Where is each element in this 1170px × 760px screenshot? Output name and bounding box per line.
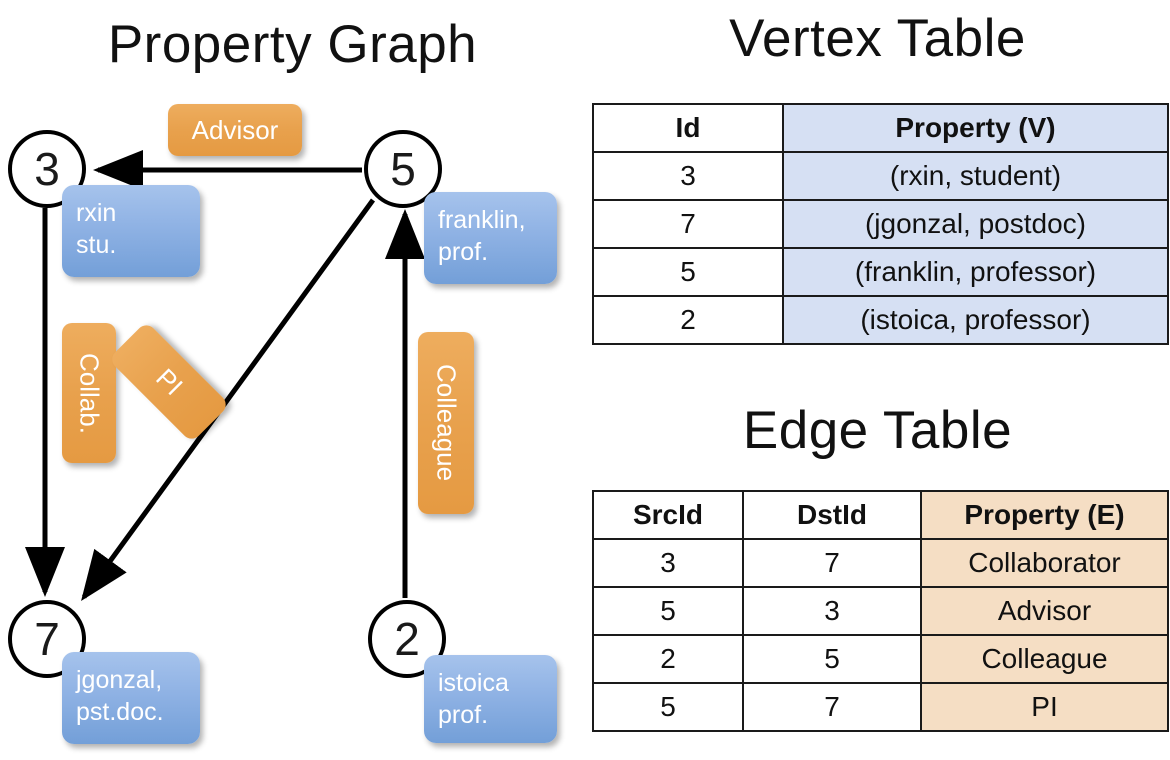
vertex-cell-id: 7 [592,199,784,249]
graph-edges-svg [25,150,425,602]
edge-cell-property: Colleague [920,634,1169,684]
edge-label-colleague: Colleague [418,332,474,514]
table-row: 3 7 Collaborator [592,538,1169,588]
edge-table: SrcId DstId Property (E) 3 7 Collaborato… [592,490,1169,732]
node-property-line-2: prof. [438,238,489,266]
edge-cell-dstid: 7 [742,538,922,588]
edge-cell-property: Collaborator [920,538,1169,588]
page-title-edge-table: Edge Table [742,401,1013,460]
vertex-cell-id: 5 [592,247,784,297]
table-row: 7 (jgonzal, postdoc) [592,199,1169,249]
vertex-cell-id: 2 [592,295,784,345]
edge-col-header-property: Property (E) [920,490,1169,540]
node-property-line-1: istoica [438,669,509,697]
page-title-vertex-table: Vertex Table [729,9,1026,68]
node-property-line-2: prof. [438,701,489,729]
edge-label-text: Collab. [74,352,105,434]
page-title-property-graph: Property Graph [107,15,478,74]
graph-node-2[interactable]: 2 [368,600,446,678]
edge-cell-srcid: 2 [592,634,744,684]
node-property-line-1: jgonzal, [76,666,163,694]
node-property-box-5: franklin, prof. [424,192,557,284]
edge-5-to-7 [81,198,376,602]
table-row: 5 (franklin, professor) [592,247,1169,297]
node-property-box-3: rxin stu. [62,185,200,277]
vertex-cell-property: (franklin, professor) [782,247,1169,297]
node-property-line-2: pst.doc. [76,698,164,726]
edge-label-text: Advisor [191,114,279,145]
vertex-cell-id: 3 [592,151,784,201]
graph-node-5[interactable]: 5 [364,130,442,208]
vertex-cell-property: (istoica, professor) [782,295,1169,345]
table-row: 2 5 Colleague [592,634,1169,684]
node-property-line-1: franklin, [438,206,526,234]
table-row: 5 3 Advisor [592,586,1169,636]
edge-cell-srcid: 5 [592,586,744,636]
edge-label-text: Colleague [431,364,462,482]
edge-cell-dstid: 5 [742,634,922,684]
vertex-cell-property: (rxin, student) [782,151,1169,201]
edge-label-text: PI [150,362,189,401]
table-row: 5 7 PI [592,682,1169,732]
node-property-line-2: stu. [76,231,117,259]
vertex-cell-property: (jgonzal, postdoc) [782,199,1169,249]
vertex-col-header-id: Id [592,103,784,153]
edge-col-header-dstid: DstId [742,490,922,540]
node-property-box-2: istoica prof. [424,655,557,743]
vertex-table: Id Property (V) 3 (rxin, student) 7 (jgo… [592,103,1169,345]
vertex-col-header-property: Property (V) [782,103,1169,153]
table-header-row: Id Property (V) [592,103,1169,153]
table-header-row: SrcId DstId Property (E) [592,490,1169,540]
edge-cell-property: Advisor [920,586,1169,636]
edge-label-collab: Collab. [62,323,116,463]
edge-cell-dstid: 3 [742,586,922,636]
edge-col-header-srcid: SrcId [592,490,744,540]
node-property-box-7: jgonzal, pst.doc. [62,652,200,744]
table-row: 2 (istoica, professor) [592,295,1169,345]
edge-cell-srcid: 5 [592,682,744,732]
table-row: 3 (rxin, student) [592,151,1169,201]
edge-cell-property: PI [920,682,1169,732]
edge-cell-srcid: 3 [592,538,744,588]
edge-cell-dstid: 7 [742,682,922,732]
node-property-line-1: rxin [76,199,117,227]
edge-label-advisor: Advisor [168,104,302,156]
property-graph-diagram: 3 5 7 2 rxin stu. franklin, prof. jgonza… [8,104,557,744]
